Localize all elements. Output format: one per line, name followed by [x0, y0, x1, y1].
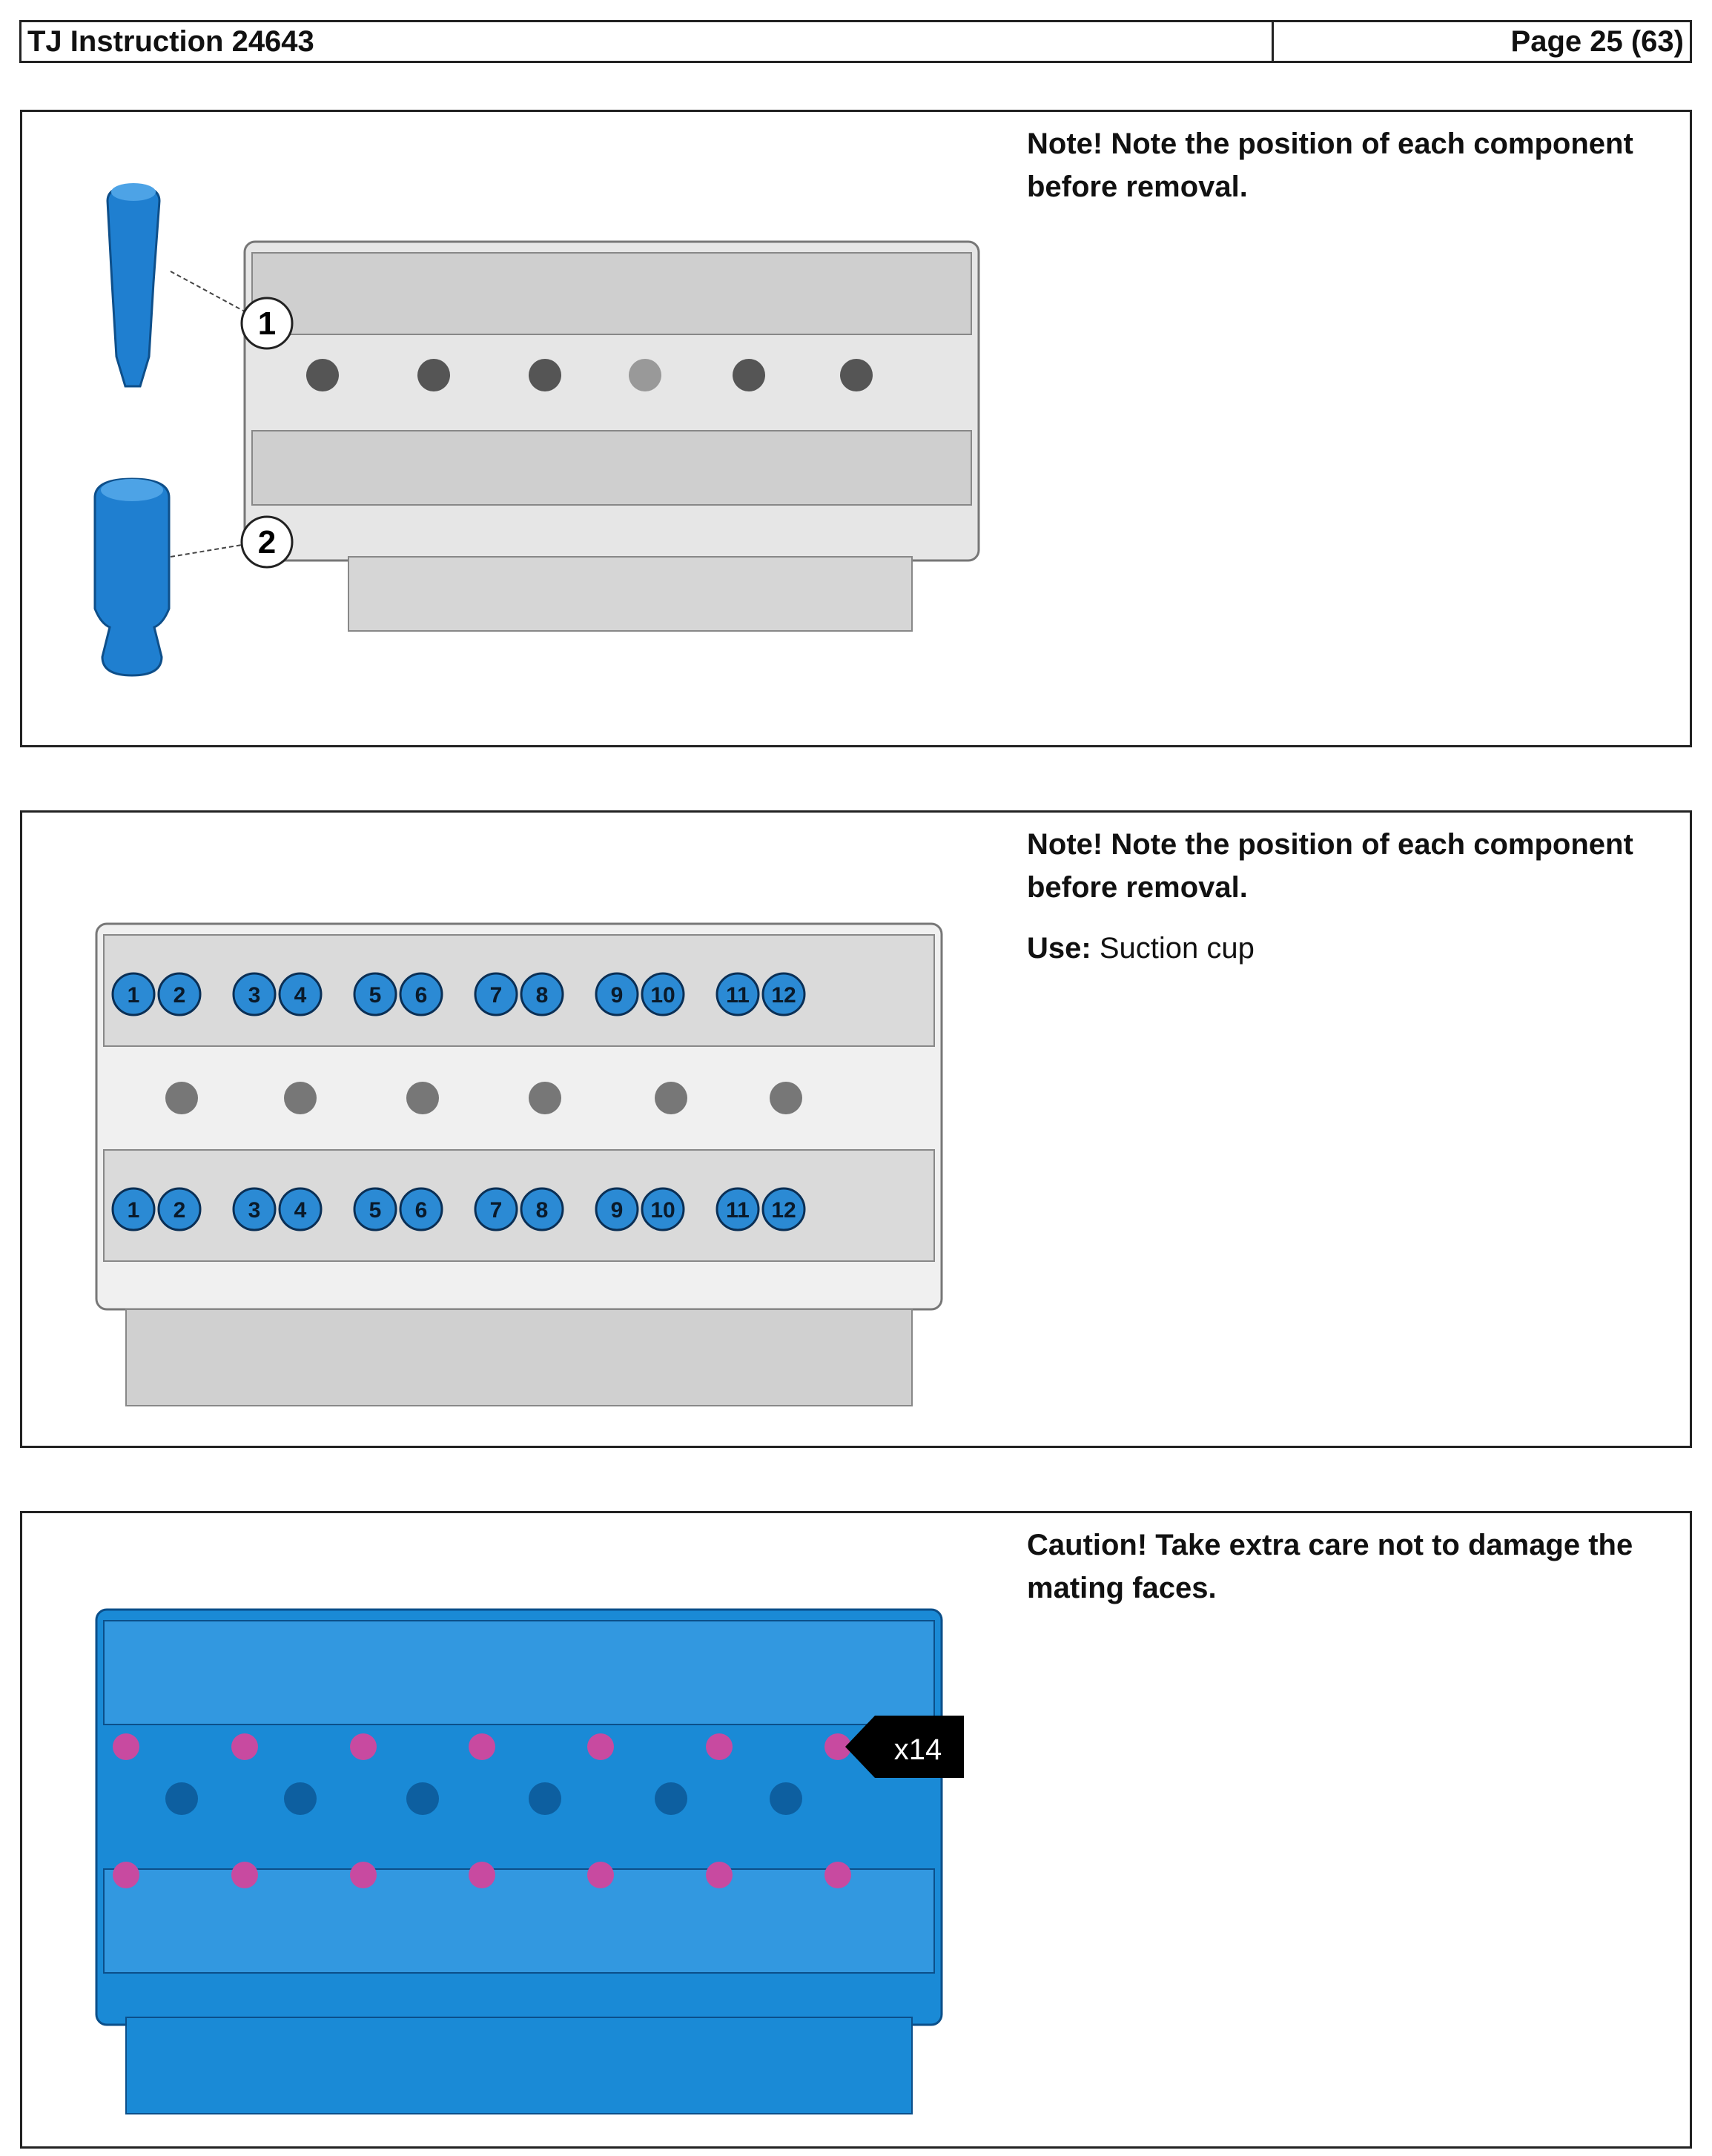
- x14-label-icon: x14: [845, 1716, 964, 1778]
- top-component-9: [595, 972, 639, 1016]
- bottom-component-1: [111, 1187, 156, 1231]
- bottom-component-label-1: 1: [128, 1198, 140, 1223]
- instruction-panel-3: x14 Caution! Take extra care not to dama…: [20, 1511, 1692, 2149]
- bottom-component-label-2: 2: [173, 1198, 186, 1223]
- top-component-label-12: 12: [771, 983, 796, 1008]
- bolt-marker-7: [824, 1733, 851, 1760]
- bolt-marker-14: [824, 1862, 851, 1888]
- bolt-marker-11: [469, 1862, 495, 1888]
- bottom-component-label-11: 11: [726, 1198, 750, 1223]
- top-component-12: [761, 972, 806, 1016]
- callout-2: 2: [170, 515, 294, 569]
- tool-2-icon: [93, 477, 171, 677]
- bottom-component-12: [761, 1187, 806, 1231]
- use-value: Suction cup: [1099, 932, 1255, 965]
- panel-1-text: Note! Note the position of each componen…: [1027, 122, 1679, 226]
- bottom-component-7: [474, 1187, 518, 1231]
- page-header: TJ Instruction 24643 Page 25 (63): [19, 20, 1692, 63]
- bottom-component-label-6: 6: [415, 1198, 428, 1223]
- bottom-component-6: [399, 1187, 443, 1231]
- bottom-component-label-7: 7: [490, 1198, 503, 1223]
- panel-2-note: Note! Note the position of each componen…: [1027, 828, 1633, 904]
- tool-1-icon: [106, 183, 161, 388]
- bottom-component-11: [715, 1187, 760, 1231]
- top-component-5: [353, 972, 397, 1016]
- top-component-2: [157, 972, 202, 1016]
- mating-face-bolts-illustration: x14: [95, 1608, 964, 2114]
- top-component-11: [715, 972, 760, 1016]
- top-component-7: [474, 972, 518, 1016]
- panel-3-note: Caution! Take extra care not to damage t…: [1027, 1529, 1633, 1604]
- bolt-marker-6: [706, 1733, 733, 1760]
- top-component-label-7: 7: [490, 983, 503, 1008]
- use-label: Use:: [1027, 932, 1091, 965]
- bottom-component-10: [641, 1187, 685, 1231]
- top-component-label-4: 4: [294, 983, 307, 1008]
- bolt-marker-13: [706, 1862, 733, 1888]
- top-component-label-5: 5: [369, 983, 382, 1008]
- top-component-8: [520, 972, 564, 1016]
- top-component-label-10: 10: [650, 983, 675, 1008]
- bottom-component-8: [520, 1187, 564, 1231]
- cylinder-head-grey: [243, 240, 980, 632]
- bottom-component-5: [353, 1187, 397, 1231]
- instruction-panel-1: 1 2 Note! Note the position of each comp…: [20, 110, 1692, 747]
- top-component-3: [232, 972, 277, 1016]
- bolt-marker-5: [587, 1733, 614, 1760]
- page-number: Page 25 (63): [1510, 25, 1684, 58]
- bottom-component-9: [595, 1187, 639, 1231]
- bolt-marker-12: [587, 1862, 614, 1888]
- bolt-marker-4: [469, 1733, 495, 1760]
- bottom-component-3: [232, 1187, 277, 1231]
- top-component-label-8: 8: [536, 983, 549, 1008]
- panel-3-text: Caution! Take extra care not to damage t…: [1027, 1524, 1679, 1627]
- bolt-marker-9: [231, 1862, 258, 1888]
- top-component-10: [641, 972, 685, 1016]
- bolt-marker-3: [350, 1733, 377, 1760]
- top-component-label-3: 3: [248, 983, 261, 1008]
- top-component-1: [111, 972, 156, 1016]
- top-component-label-1: 1: [128, 983, 140, 1008]
- top-component-label-11: 11: [726, 983, 750, 1008]
- cylinder-head-tools-illustration: 1 2: [93, 183, 980, 677]
- bottom-component-4: [278, 1187, 323, 1231]
- bottom-component-label-12: 12: [771, 1198, 796, 1223]
- bolt-marker-1: [113, 1733, 139, 1760]
- bolt-marker-10: [350, 1862, 377, 1888]
- panel-2-text: Note! Note the position of each componen…: [1027, 823, 1679, 988]
- top-component-label-2: 2: [173, 983, 186, 1008]
- top-component-label-9: 9: [611, 983, 624, 1008]
- bottom-component-label-10: 10: [650, 1198, 675, 1223]
- bottom-component-label-8: 8: [536, 1198, 549, 1223]
- bolt-count-label: x14: [894, 1733, 942, 1766]
- bottom-component-label-3: 3: [248, 1198, 261, 1223]
- use-line: Use: Suction cup: [1027, 927, 1679, 970]
- bolt-markers: [113, 1733, 851, 1888]
- callout-1-label: 1: [258, 305, 276, 342]
- bottom-component-label-9: 9: [611, 1198, 624, 1223]
- callout-2-label: 2: [258, 524, 276, 561]
- bottom-component-label-5: 5: [369, 1198, 382, 1223]
- bolt-marker-8: [113, 1862, 139, 1888]
- bottom-component-2: [157, 1187, 202, 1231]
- top-component-label-6: 6: [415, 983, 428, 1008]
- top-component-6: [399, 972, 443, 1016]
- callout-1: 1: [170, 271, 294, 350]
- document-title: TJ Instruction 24643: [22, 22, 1274, 61]
- bottom-component-label-4: 4: [294, 1198, 307, 1223]
- panel-1-note: Note! Note the position of each componen…: [1027, 128, 1633, 203]
- bolt-marker-2: [231, 1733, 258, 1760]
- top-component-4: [278, 972, 323, 1016]
